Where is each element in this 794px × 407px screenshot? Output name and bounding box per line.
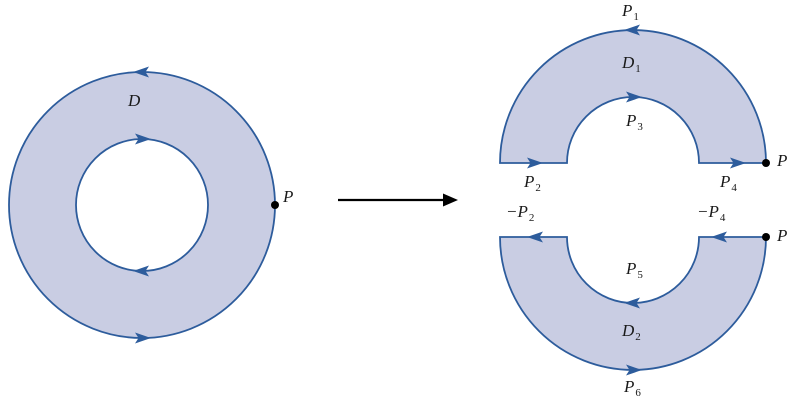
inner-boundary-arrow-bottom-icon bbox=[133, 265, 149, 277]
d1-inner-arc-arrow-icon bbox=[626, 91, 642, 103]
point-p-label-left: P bbox=[283, 187, 294, 206]
d1-outer-arc-arrow-icon bbox=[624, 24, 640, 36]
d2-inner-arc-arrow-icon bbox=[624, 297, 640, 309]
outer-boundary-arrow-bottom-icon bbox=[135, 332, 151, 344]
point-p-dot-top-right bbox=[762, 159, 770, 167]
d1-right-segment-arrow-icon bbox=[730, 157, 746, 169]
point-p-dot-bottom-right bbox=[762, 233, 770, 241]
path-neg-p2-label: −P2 bbox=[506, 202, 535, 224]
region-d-label: D bbox=[128, 91, 141, 110]
d2-right-segment-arrow-icon bbox=[711, 231, 727, 243]
path-p2-label: P2 bbox=[524, 172, 541, 194]
region-d2-label: D2 bbox=[622, 321, 641, 343]
point-p-label-top-right: P bbox=[777, 151, 788, 170]
d2-outer-arc-arrow-icon bbox=[626, 364, 642, 376]
path-p5-label: P5 bbox=[626, 259, 643, 281]
d2-left-segment-arrow-icon bbox=[527, 231, 543, 243]
point-p-label-bottom-right: P bbox=[777, 226, 788, 245]
mapping-arrow-head-icon bbox=[443, 193, 458, 207]
path-p3-label: P3 bbox=[626, 111, 643, 133]
path-neg-p4-label: −P4 bbox=[697, 202, 726, 224]
outer-boundary-arrow-top-icon bbox=[133, 66, 149, 78]
region-d1-label: D1 bbox=[622, 53, 641, 75]
path-p1-label: P1 bbox=[622, 1, 639, 23]
path-p6-label: P6 bbox=[624, 377, 641, 399]
inner-boundary-arrow-top-icon bbox=[135, 133, 151, 145]
annulus-region-d bbox=[8, 71, 276, 339]
path-p4-label: P4 bbox=[720, 172, 737, 194]
point-p-dot-left bbox=[271, 201, 279, 209]
d1-left-segment-arrow-icon bbox=[527, 157, 543, 169]
